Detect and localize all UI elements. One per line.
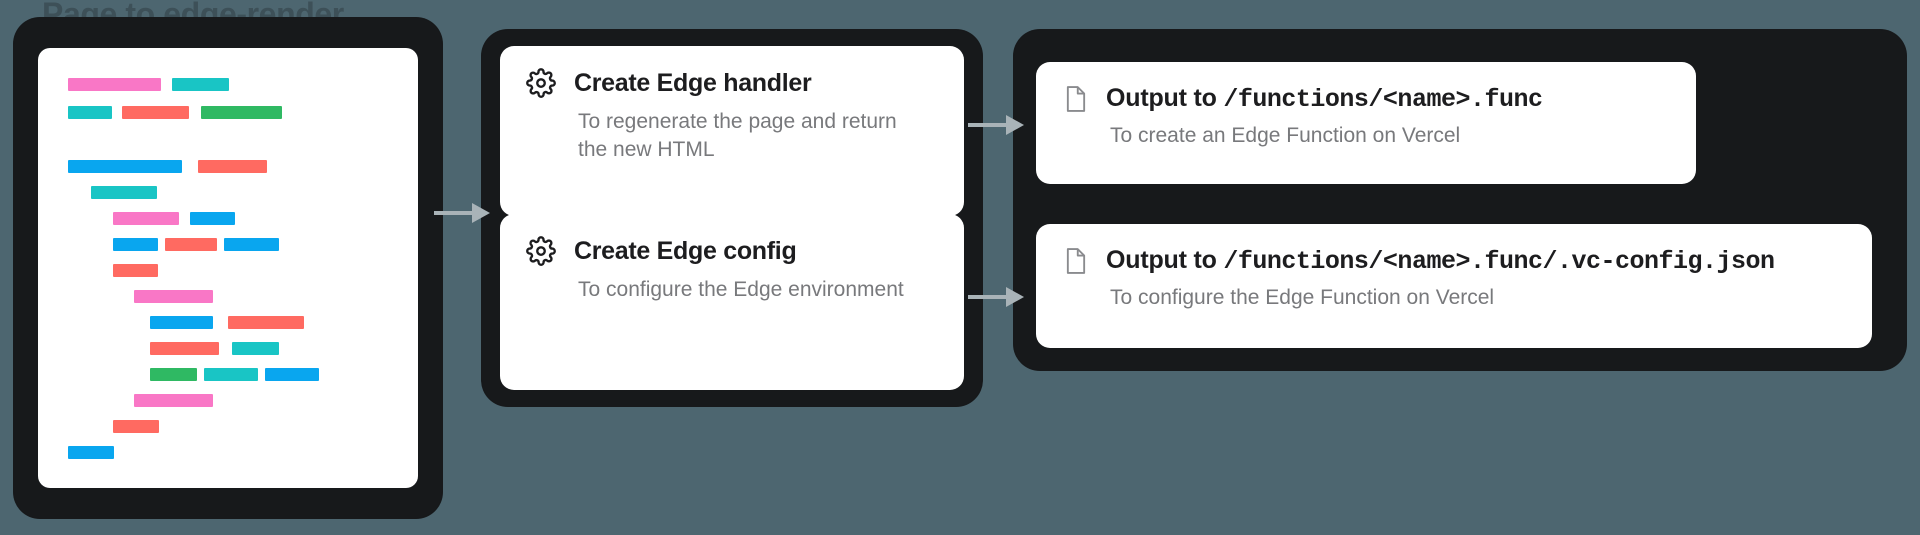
card-header: Create Edge config <box>526 236 938 266</box>
card-description: To configure the Edge Function on Vercel <box>1110 286 1495 309</box>
page-source-card <box>38 48 418 488</box>
code-line <box>224 238 279 251</box>
card-header: Create Edge handler <box>526 68 938 98</box>
code-line <box>228 316 304 329</box>
gear-icon <box>526 236 556 266</box>
code-line <box>265 368 319 381</box>
code-line <box>113 420 159 433</box>
code-line <box>68 160 182 173</box>
code-line <box>172 78 229 91</box>
gear-icon <box>526 68 556 98</box>
code-line <box>134 394 213 407</box>
code-line <box>204 368 258 381</box>
card-title-path: /functions/<name>.func <box>1223 85 1543 114</box>
card-title: Output to /functions/<name>.func <box>1106 84 1543 114</box>
card-title: Output to /functions/<name>.func/.vc-con… <box>1106 246 1775 276</box>
arrow-config-to-vcconfig <box>966 284 1028 315</box>
code-line <box>150 342 219 355</box>
card-description: To configure the Edge environment <box>578 278 904 301</box>
code-line <box>68 106 112 119</box>
card-header: Output to /functions/<name>.func <box>1064 84 1668 114</box>
card-output-vc-config[interactable]: Output to /functions/<name>.func/.vc-con… <box>1036 224 1872 348</box>
card-output-function[interactable]: Output to /functions/<name>.func To crea… <box>1036 62 1696 184</box>
file-icon <box>1064 85 1088 113</box>
code-line <box>91 186 157 199</box>
arrow-source-to-build <box>432 200 494 231</box>
code-line <box>113 264 158 277</box>
code-line <box>68 446 114 459</box>
code-line <box>113 238 158 251</box>
card-title-path: /functions/<name>.func/.vc-config.json <box>1223 247 1775 276</box>
code-line <box>122 106 189 119</box>
code-line <box>190 212 235 225</box>
code-line <box>165 238 217 251</box>
card-description: To regenerate the page and return the ne… <box>578 110 897 161</box>
code-line <box>113 212 179 225</box>
card-title: Create Edge config <box>574 236 797 265</box>
card-title-prefix: Output to <box>1106 246 1224 274</box>
card-create-edge-handler[interactable]: Create Edge handler To regenerate the pa… <box>500 46 964 216</box>
card-description: To create an Edge Function on Vercel <box>1110 124 1461 147</box>
code-line <box>150 316 213 329</box>
card-header: Output to /functions/<name>.func/.vc-con… <box>1064 246 1844 276</box>
arrow-handler-to-func <box>966 112 1028 143</box>
card-title-prefix: Output to <box>1106 84 1224 112</box>
card-title: Create Edge handler <box>574 68 812 97</box>
code-line <box>150 368 197 381</box>
code-line <box>232 342 279 355</box>
card-create-edge-config[interactable]: Create Edge config To configure the Edge… <box>500 214 964 390</box>
code-line <box>201 106 282 119</box>
code-line <box>134 290 213 303</box>
code-line <box>68 78 161 91</box>
code-line <box>198 160 267 173</box>
file-icon <box>1064 247 1088 275</box>
